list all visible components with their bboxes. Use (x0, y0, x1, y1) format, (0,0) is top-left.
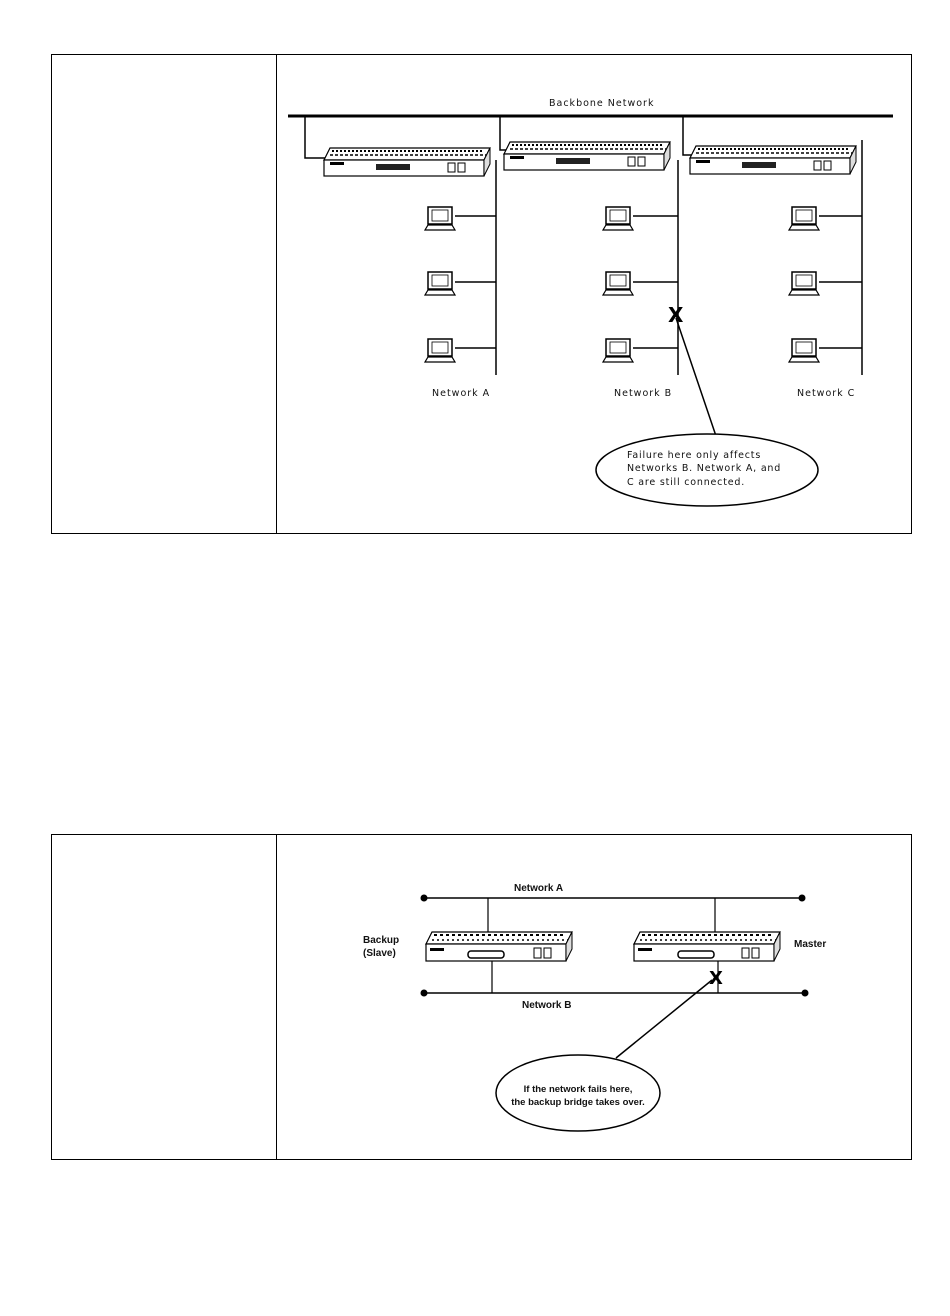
backup-label-line1: Backup (363, 935, 399, 946)
callout-pointer-2 (616, 980, 712, 1058)
master-label: Master (794, 939, 826, 950)
network-b-terminator-left (421, 990, 428, 997)
network-b-terminator-right (802, 990, 809, 997)
callout-2-line1: If the network fails here, (524, 1084, 633, 1095)
backup-label-line2: (Slave) (363, 948, 396, 959)
network-a-terminator-left (421, 895, 428, 902)
network-a-label-2: Network A (514, 883, 563, 894)
network-b-label-2: Network B (522, 1000, 571, 1011)
network-a-terminator-right (799, 895, 806, 902)
backup-bridge-device (426, 932, 572, 961)
callout-2-line2: the backup bridge takes over. (511, 1097, 645, 1108)
master-bridge-device (634, 932, 780, 961)
failure-marker-2: X (709, 968, 723, 989)
